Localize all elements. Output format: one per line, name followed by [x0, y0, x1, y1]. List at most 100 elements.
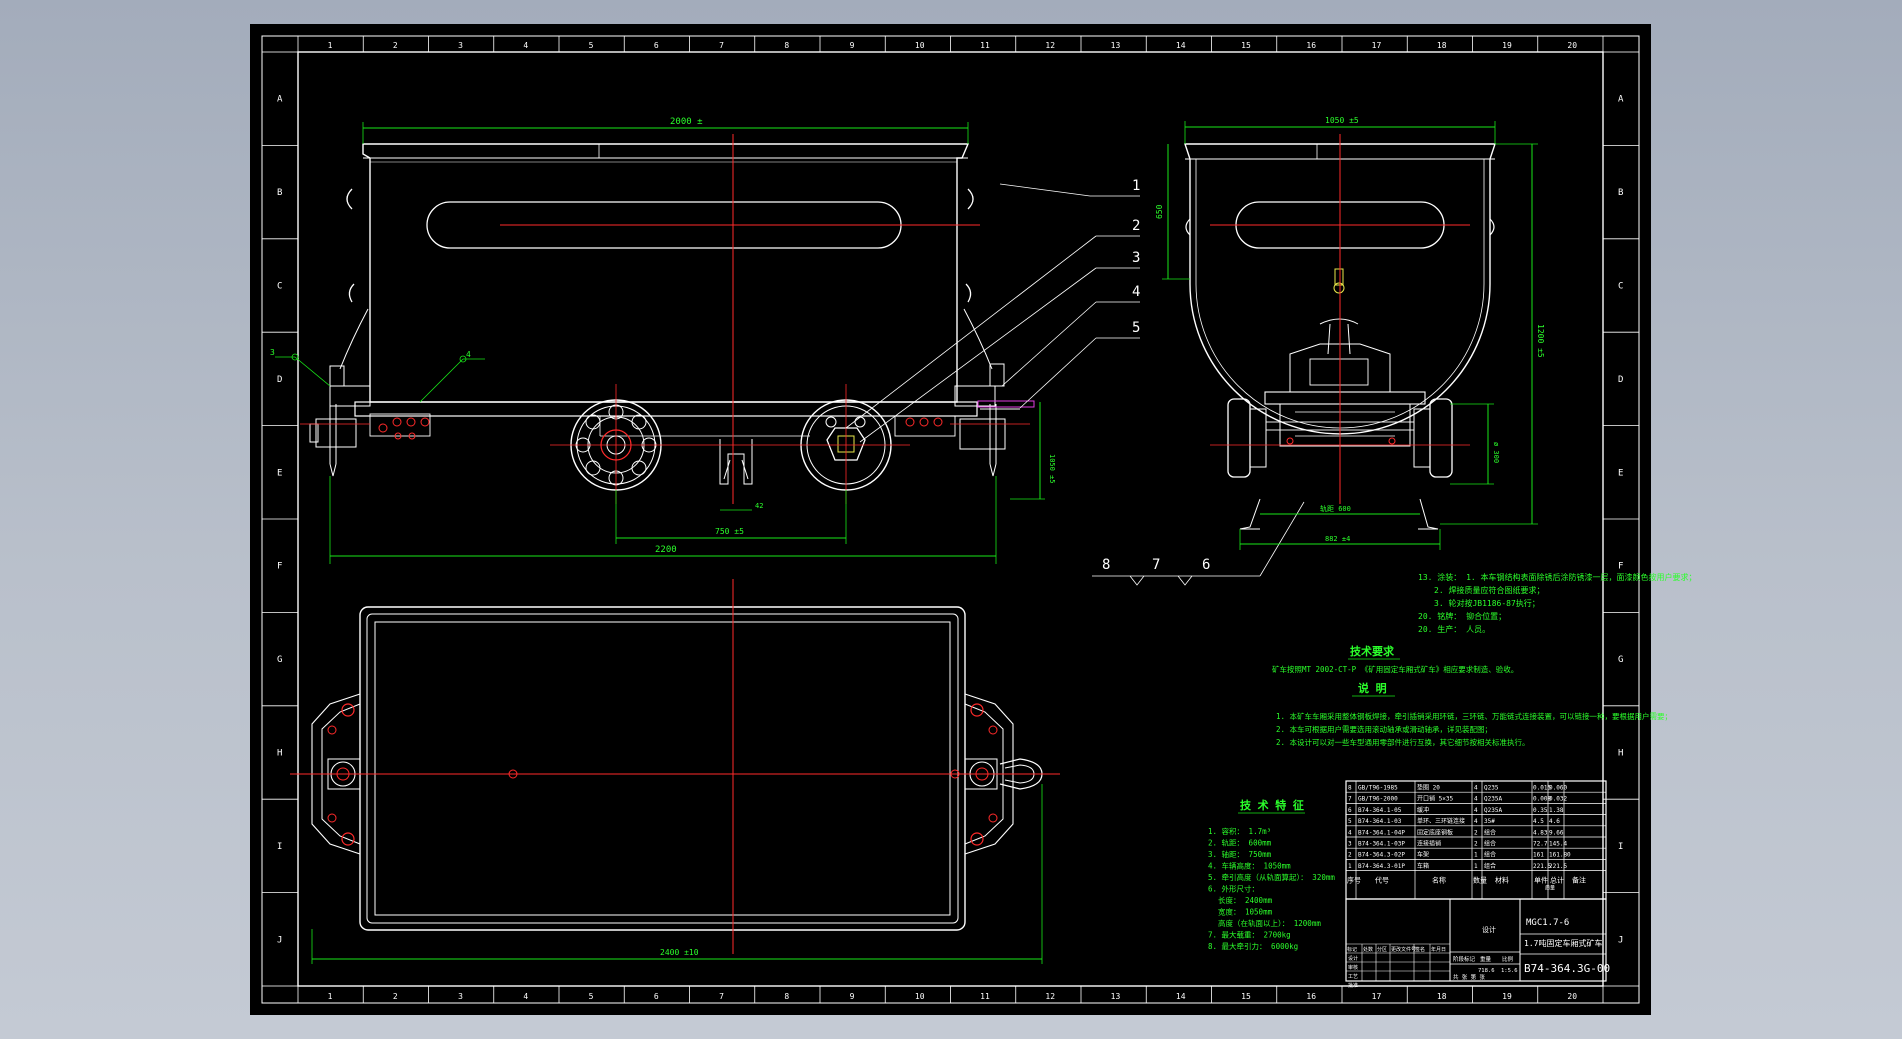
col-label-top: 17: [1372, 41, 1382, 50]
col-label-bottom: 5: [589, 992, 594, 1001]
note-line-2: 2. 焊接质量应符合图纸要求；: [1434, 585, 1544, 595]
tech-req-title: 技术要求: [1350, 644, 1395, 658]
row-label-left: B: [277, 188, 282, 198]
col-label-bottom: 17: [1372, 992, 1382, 1001]
bom-cell: 车架: [1417, 851, 1429, 859]
col-label-bottom: 8: [784, 992, 789, 1001]
end-dim-track-outer: 882 ±4: [1325, 535, 1350, 543]
col-label-bottom: 10: [915, 992, 925, 1001]
spec-line: 2. 轨距： 600mm: [1208, 838, 1272, 848]
bom-cell: 0.015: [1533, 785, 1551, 792]
col-label-bottom: 13: [1111, 992, 1121, 1001]
product-name: 1.7吨固定车厢式矿车: [1524, 938, 1602, 948]
plan-view: 2400 ±10: [290, 579, 1060, 964]
bom-cell: 3: [1348, 841, 1352, 848]
bom-cell: 1: [1474, 863, 1478, 870]
balloon-5: 5: [1132, 320, 1140, 336]
bom-cell: 4: [1474, 796, 1478, 803]
explain-line-1: 1. 本矿车车厢采用整体钢板焊接，牵引插销采用环链，三环链、万能链式连接装置，可…: [1276, 711, 1672, 721]
bom-cell: 145.4: [1549, 841, 1567, 848]
row-label-left: F: [277, 562, 282, 572]
bom-cell: GB/T96-1985: [1358, 785, 1398, 792]
bom-cell: 5: [1348, 818, 1352, 825]
col-label-top: 7: [719, 41, 724, 50]
col-label-bottom: 12: [1045, 992, 1055, 1001]
col-label-top: 4: [523, 41, 528, 50]
col-label-bottom: 7: [719, 992, 724, 1001]
balloon-2: 2: [1132, 218, 1140, 234]
bom-cell: 8: [1348, 785, 1352, 792]
weight-label: 重量: [1480, 955, 1492, 963]
explain-title: 说 明: [1358, 681, 1387, 695]
bom-cell: Q235: [1484, 785, 1499, 792]
dim-top-width: 2000 ±: [670, 117, 703, 127]
bom-cell: 221.5: [1549, 863, 1567, 870]
bom-cell: 4: [1348, 829, 1352, 836]
sign-col-label: 分区: [1377, 946, 1387, 953]
col-label-top: 9: [850, 41, 855, 50]
row-label-right: A: [1618, 95, 1624, 105]
row-label-left: J: [277, 935, 282, 945]
row-label-right: I: [1618, 842, 1623, 852]
bom-cell: 4: [1474, 807, 1478, 814]
bom-cell: 0.032: [1549, 796, 1567, 803]
row-label-right: B: [1618, 188, 1623, 198]
weight-value: 718.6: [1478, 968, 1495, 974]
bom-header-cell: 总计: [1550, 876, 1564, 885]
col-label-top: 20: [1567, 41, 1577, 50]
col-label-top: 1: [328, 41, 333, 50]
spec-line: 8. 最大牵引力： 6000kg: [1208, 941, 1298, 951]
bom-cell: Q235A: [1484, 807, 1502, 814]
col-label-top: 5: [589, 41, 594, 50]
bom-cell: 垫圈 20: [1417, 784, 1440, 792]
dim-wheelbase: 750 ±5: [715, 527, 744, 536]
spec-line: 5. 牵引高度（从轨面算起）： 320mm: [1208, 872, 1335, 882]
col-label-bottom: 19: [1502, 992, 1512, 1001]
note-line-1: 13. 涂装： 1. 本车钢结构表面除锈后涂防锈漆一层，面漆颜色按用户要求；: [1418, 572, 1697, 582]
sign-col-label: 处数: [1363, 946, 1373, 953]
sign-col-label: 年月日: [1431, 946, 1446, 953]
col-label-bottom: 4: [523, 992, 528, 1001]
bom-cell: 组合: [1484, 862, 1496, 870]
bom-cell: 固定底座钢板: [1417, 828, 1453, 836]
bom-cell: 连接插销: [1417, 840, 1441, 848]
bom-cell: 7: [1348, 796, 1352, 803]
bom-cell: 0.35: [1533, 807, 1548, 814]
col-label-bottom: 20: [1567, 992, 1577, 1001]
bom-cell: 开口销 5×35: [1417, 795, 1453, 803]
bom-header-cell: 数量: [1473, 876, 1487, 885]
bom-cell: 4.6: [1549, 818, 1560, 825]
part-balloons: 1 2 3 4 5 8 7 6: [845, 178, 1305, 586]
plan-dim-length: 2400 ±10: [660, 948, 699, 957]
title-block-grid: 标记处数分区更改文件号签名年月日设计审核工艺批准: [1345, 943, 1451, 989]
col-label-top: 16: [1306, 41, 1316, 50]
dim-height-right: 1050 ±5: [1048, 454, 1056, 484]
bom-cell: 组合: [1484, 840, 1496, 848]
bom-cell: 161.80: [1549, 852, 1571, 859]
end-dim-track-inner: 轨距 600: [1320, 504, 1351, 513]
bom-cell: 车箱: [1417, 862, 1429, 870]
dim-bottom-width: 2200: [655, 545, 677, 555]
row-label-left: E: [277, 468, 282, 478]
bom-cell: 4.83: [1533, 829, 1548, 836]
row-label-right: C: [1618, 282, 1623, 292]
side-view-dimensions: 2000 ± 2200 750 ±5 42 1050 ±5 3 4: [270, 117, 1056, 564]
col-label-top: 15: [1241, 41, 1251, 50]
col-label-bottom: 6: [654, 992, 659, 1001]
bom-cell: 161: [1533, 852, 1544, 859]
end-view-dimensions: 1050 ±5 650 1200 ±5 ø 300 轨距 600 882 ±4: [1155, 116, 1545, 550]
cad-drawing: 1122334455667788991010111112121313141415…: [261, 35, 1697, 1004]
sign-row-label: 批准: [1348, 982, 1358, 989]
col-label-bottom: 2: [393, 992, 398, 1001]
specs-title: 技 术 特 征: [1240, 798, 1304, 812]
spec-line: 宽度： 1050mm: [1218, 907, 1273, 917]
sign-col-label: 更改文件号: [1391, 946, 1416, 953]
col-label-bottom: 11: [980, 992, 990, 1001]
bom-header-cell: 备注: [1572, 876, 1586, 885]
bom-cell: 1: [1348, 863, 1352, 870]
spec-line: 1. 容积： 1.7m³: [1208, 826, 1271, 836]
row-label-left: G: [277, 655, 282, 665]
